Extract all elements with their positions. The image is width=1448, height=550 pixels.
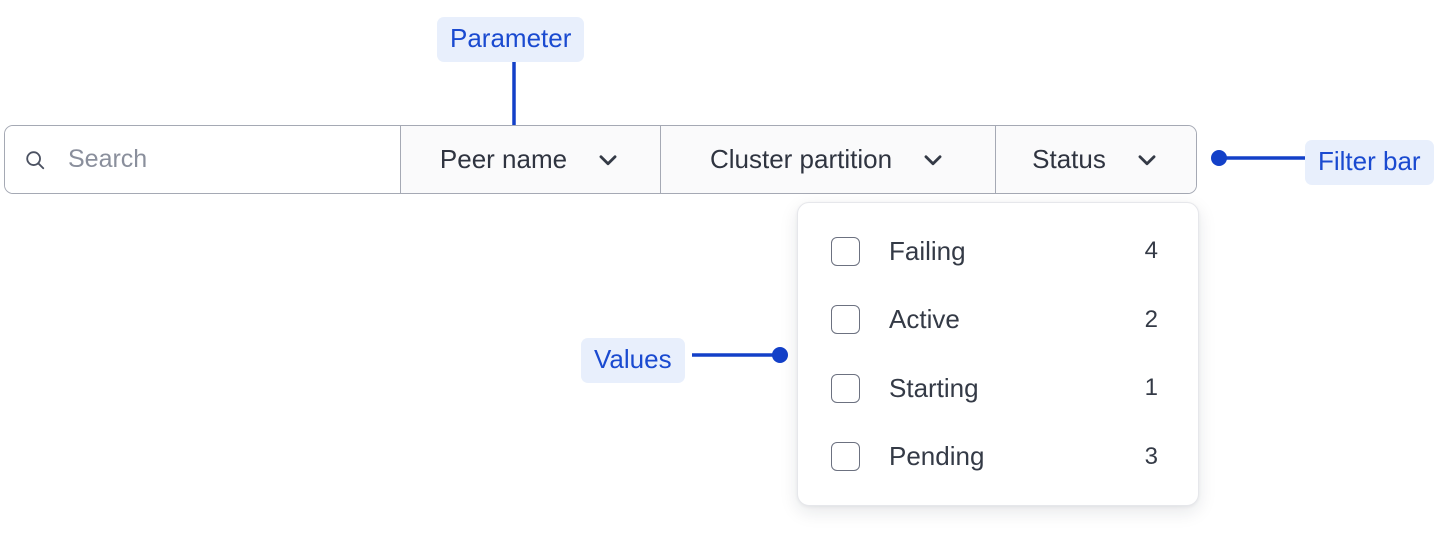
checkbox-failing[interactable]	[831, 236, 860, 266]
dropdown-option-active[interactable]: Active 2	[798, 288, 1198, 352]
dropdown-option-failing[interactable]: Failing 4	[798, 219, 1198, 283]
dropdown-option-starting[interactable]: Starting 1	[798, 356, 1198, 420]
checkbox-pending[interactable]	[831, 442, 860, 472]
filter-bar: Peer name Cluster partition Status	[4, 125, 1197, 194]
search-input[interactable]	[68, 145, 388, 174]
chevron-down-icon	[599, 154, 617, 165]
chevron-down-icon	[924, 154, 942, 165]
annotation-label-parameter: Parameter	[437, 17, 585, 62]
dropdown-option-count: 4	[1144, 237, 1158, 265]
checkbox-active[interactable]	[831, 305, 860, 335]
values-connector-dot	[772, 347, 788, 363]
filter-dropdown-status[interactable]: Status	[996, 126, 1196, 193]
filter-dropdown-peer-name[interactable]: Peer name	[401, 126, 661, 193]
checkbox-starting[interactable]	[831, 373, 860, 403]
filter-label-cluster-partition: Cluster partition	[709, 144, 893, 174]
filter-label-peer-name: Peer name	[439, 144, 568, 174]
annotation-label-values: Values	[581, 338, 685, 383]
dropdown-option-count: 3	[1144, 442, 1158, 470]
search-icon	[26, 150, 45, 169]
filter-dropdown-cluster-partition[interactable]: Cluster partition	[661, 126, 996, 193]
dropdown-option-pending[interactable]: Pending 3	[798, 425, 1198, 489]
status-dropdown-panel: Failing 4 Active 2 Starting 1 Pending 3	[797, 202, 1199, 506]
annotation-label-filter-bar: Filter bar	[1305, 140, 1434, 185]
dropdown-option-label: Failing	[889, 235, 966, 266]
search-field[interactable]	[5, 126, 401, 193]
dropdown-option-count: 2	[1144, 305, 1158, 333]
filter-label-status: Status	[1032, 144, 1106, 174]
chevron-down-icon	[1138, 154, 1156, 165]
dropdown-option-label: Starting	[889, 372, 979, 403]
filterbar-connector-dot	[1211, 150, 1227, 166]
dropdown-option-label: Pending	[889, 441, 985, 472]
dropdown-option-label: Active	[889, 304, 960, 335]
dropdown-option-count: 1	[1144, 374, 1158, 402]
